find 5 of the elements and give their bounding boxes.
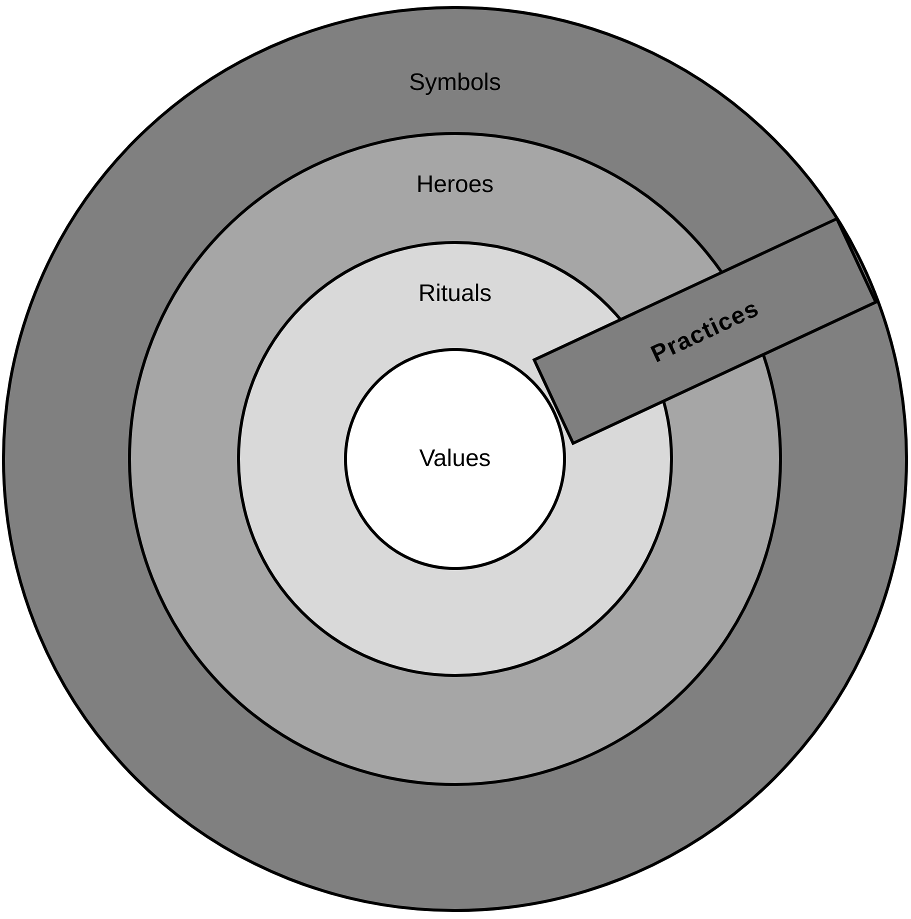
ring-label: Heroes bbox=[416, 173, 494, 197]
practices-band bbox=[532, 216, 878, 446]
ring-label: Values bbox=[419, 447, 491, 471]
ring-label: Symbols bbox=[408, 71, 502, 95]
ring-label: Rituals bbox=[418, 282, 492, 306]
